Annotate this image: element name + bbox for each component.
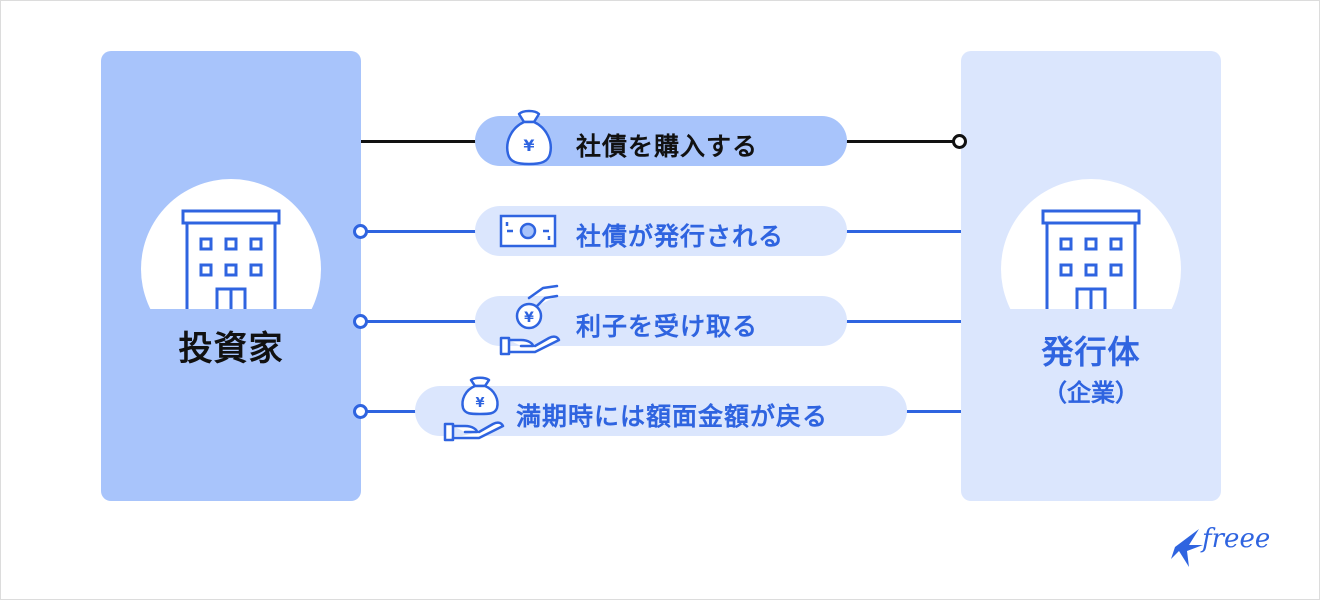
svg-text:¥: ¥ bbox=[524, 310, 534, 326]
flow-label-issuance: 社債が発行される bbox=[576, 222, 785, 251]
svg-text:¥: ¥ bbox=[523, 136, 534, 155]
svg-text:¥: ¥ bbox=[475, 396, 484, 411]
flow-label-interest: 利子を受け取る bbox=[576, 312, 759, 341]
banknote-icon bbox=[499, 214, 557, 248]
flow-endpoint-interest bbox=[353, 314, 368, 329]
coin-hand-yen-icon: ¥ bbox=[499, 284, 561, 356]
flow-pill-issuance: 社債が発行される bbox=[475, 206, 847, 256]
issuer-sublabel: （企業） bbox=[1043, 379, 1139, 407]
investor-label: 投資家 bbox=[178, 329, 284, 369]
investor-panel: 投資家 bbox=[101, 51, 361, 501]
flow-endpoint-purchase bbox=[952, 134, 967, 149]
issuer-panel: 発行体 （企業） bbox=[961, 51, 1221, 501]
flow-pill-purchase: ¥ 社債を購入する bbox=[475, 109, 847, 166]
building-icon bbox=[181, 209, 281, 309]
flow-pill-interest: ¥ 利子を受け取る bbox=[475, 284, 847, 356]
freee-bird-logo-icon bbox=[1171, 529, 1203, 567]
money-bag-hand-yen-icon: ¥ bbox=[443, 376, 505, 442]
building-icon bbox=[1041, 209, 1141, 309]
flow-endpoint-maturity bbox=[353, 404, 368, 419]
flow-pill-maturity: ¥ 満期時には額面金額が戻る bbox=[415, 376, 907, 442]
money-bag-yen-icon: ¥ bbox=[506, 109, 552, 166]
flow-label-maturity: 満期時には額面金額が戻る bbox=[516, 402, 829, 431]
flow-label-purchase: 社債を購入する bbox=[576, 132, 759, 161]
flow-endpoint-issuance bbox=[353, 224, 368, 239]
issuer-label: 発行体 bbox=[1041, 333, 1141, 371]
freee-logo-text: freee bbox=[1202, 524, 1271, 554]
